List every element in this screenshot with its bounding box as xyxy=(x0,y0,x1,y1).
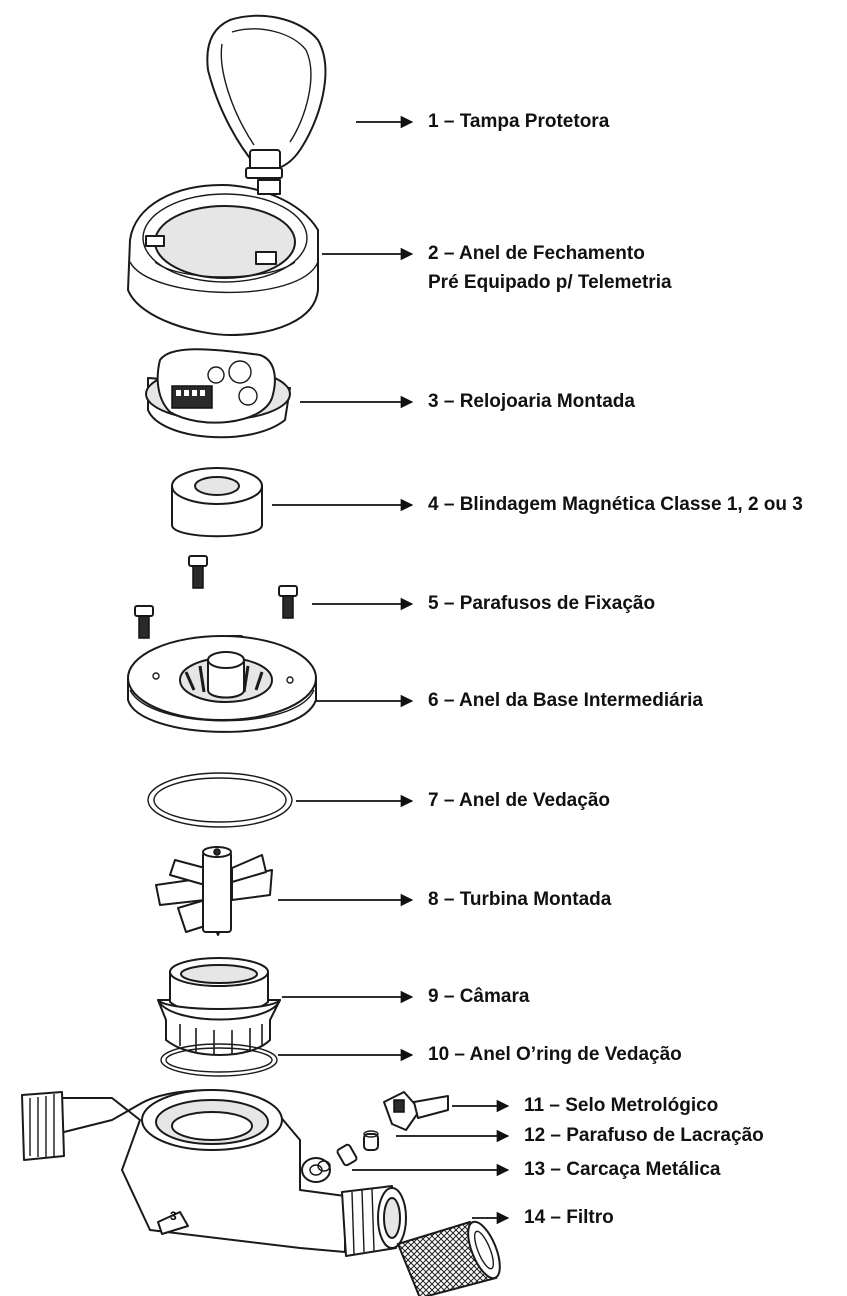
label-part-14: 14 – Filtro xyxy=(524,1207,614,1228)
label-part-6: 6 – Anel da Base Intermediária xyxy=(428,690,703,711)
part-protective-cover xyxy=(206,14,327,179)
label-part-11: 11 – Selo Metrológico xyxy=(524,1095,719,1116)
label-part-4: 4 – Blindagem Magnética Classe 1, 2 ou 3 xyxy=(428,494,803,515)
label-part-7: 7 – Anel de Vedação xyxy=(428,790,610,811)
part-sealing-screw xyxy=(317,1130,379,1172)
part-magnetic-shield xyxy=(171,467,263,538)
label-part-2: 2 – Anel de Fechamento xyxy=(428,243,645,264)
part-metrological-seal xyxy=(383,1091,449,1131)
label-part-8: 8 – Turbina Montada xyxy=(428,889,612,910)
part-chamber xyxy=(157,957,281,1056)
label-part-9: 9 – Câmara xyxy=(428,986,530,1007)
part-sealing-ring xyxy=(147,772,293,828)
label-part-5: 5 – Parafusos de Fixação xyxy=(428,593,656,614)
part-closing-ring xyxy=(127,179,319,336)
label-part-12: 12 – Parafuso de Lacração xyxy=(524,1125,764,1146)
label-part-13: 13 – Carcaça Metálica xyxy=(524,1159,721,1180)
part-oring-seal xyxy=(160,1043,278,1077)
label-part-1: 1 – Tampa Protetora xyxy=(428,111,610,132)
leader-arrows xyxy=(272,115,510,1225)
part-turbine xyxy=(155,846,273,936)
part-assembled-register xyxy=(145,348,291,439)
housing-marking: 3 xyxy=(170,1209,177,1223)
label-part-10: 10 – Anel O’ring de Vedação xyxy=(428,1044,682,1065)
label-part-3: 3 – Relojoaria Montada xyxy=(428,391,635,412)
part-metal-housing: 3 xyxy=(21,1089,407,1257)
label-part-2-line-2: Pré Equipado p/ Telemetria xyxy=(428,272,672,293)
part-intermediate-base-ring xyxy=(127,635,317,733)
part-filter xyxy=(396,1220,501,1296)
